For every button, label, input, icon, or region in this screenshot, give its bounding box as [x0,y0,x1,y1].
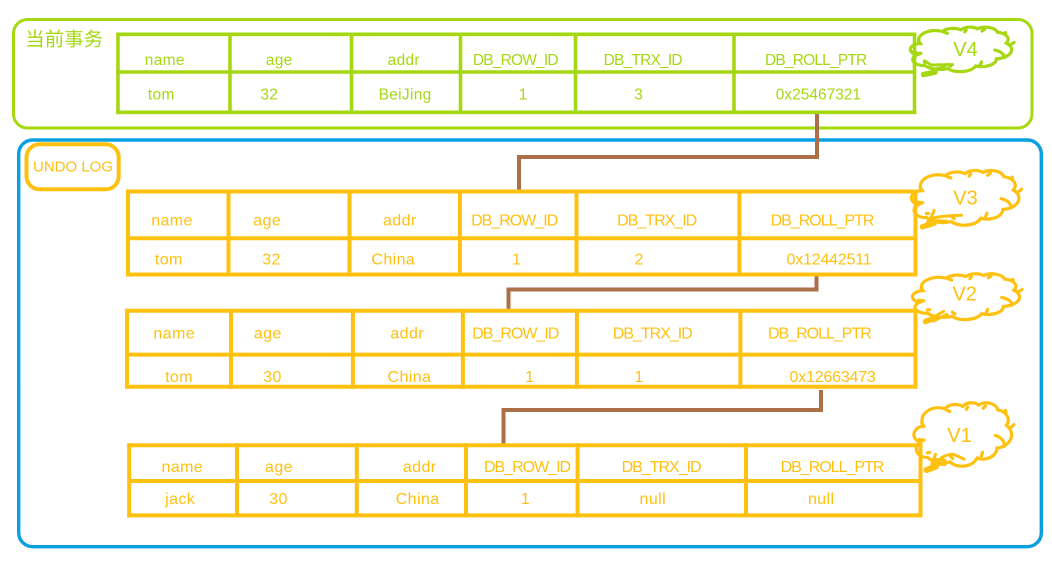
svg-text:V2: V2 [952,284,976,306]
svg-text:age: age [253,213,281,230]
svg-text:DB_ROW_ID: DB_ROW_ID [484,459,571,476]
svg-text:China: China [371,251,415,268]
svg-text:DB_ROW_ID: DB_ROW_ID [472,325,559,342]
svg-text:DB_ROW_ID: DB_ROW_ID [473,52,559,69]
svg-text:name: name [145,52,185,69]
svg-text:1: 1 [512,251,521,268]
svg-text:0x12663473: 0x12663473 [790,369,876,386]
svg-text:2: 2 [634,251,643,268]
svg-text:3: 3 [634,86,643,103]
svg-text:V4: V4 [953,39,977,61]
svg-text:addr: addr [388,52,420,69]
svg-text:name: name [153,325,195,342]
svg-text:China: China [396,491,440,508]
svg-text:DB_ROLL_PTR: DB_ROLL_PTR [765,52,867,69]
svg-text:DB_TRX_ID: DB_TRX_ID [613,325,692,342]
svg-text:tom: tom [155,251,183,268]
svg-text:name: name [161,459,203,476]
svg-text:addr: addr [390,325,424,342]
svg-text:1: 1 [519,86,528,103]
svg-text:UNDO LOG: UNDO LOG [33,158,113,175]
svg-text:DB_TRX_ID: DB_TRX_ID [617,213,696,230]
svg-text:DB_ROLL_PTR: DB_ROLL_PTR [781,459,884,476]
svg-text:BeiJing: BeiJing [379,86,432,103]
svg-text:addr: addr [383,213,417,230]
svg-text:32: 32 [262,251,281,268]
svg-text:30: 30 [269,491,288,508]
svg-text:jack: jack [164,491,196,508]
svg-text:age: age [266,52,293,69]
svg-text:V1: V1 [947,425,971,447]
svg-text:1: 1 [634,369,643,386]
svg-text:name: name [151,213,193,230]
svg-text:1: 1 [521,491,530,508]
svg-text:China: China [387,369,431,386]
svg-text:DB_TRX_ID: DB_TRX_ID [604,52,683,69]
svg-text:addr: addr [403,459,437,476]
svg-text:30: 30 [263,369,282,386]
svg-text:age: age [265,459,293,476]
svg-text:DB_ROLL_PTR: DB_ROLL_PTR [771,213,874,230]
svg-text:DB_TRX_ID: DB_TRX_ID [622,459,701,476]
svg-text:DB_ROLL_PTR: DB_ROLL_PTR [768,325,871,342]
svg-text:tom: tom [148,86,175,103]
svg-text:1: 1 [525,369,534,386]
svg-text:0x25467321: 0x25467321 [776,86,861,103]
svg-text:age: age [254,325,282,342]
svg-text:DB_ROW_ID: DB_ROW_ID [471,213,558,230]
svg-text:tom: tom [165,369,193,386]
svg-text:V3: V3 [953,187,977,209]
svg-text:null: null [808,491,835,508]
svg-text:32: 32 [260,86,278,103]
svg-text:0x12442511: 0x12442511 [787,251,872,268]
svg-text:null: null [640,491,667,508]
